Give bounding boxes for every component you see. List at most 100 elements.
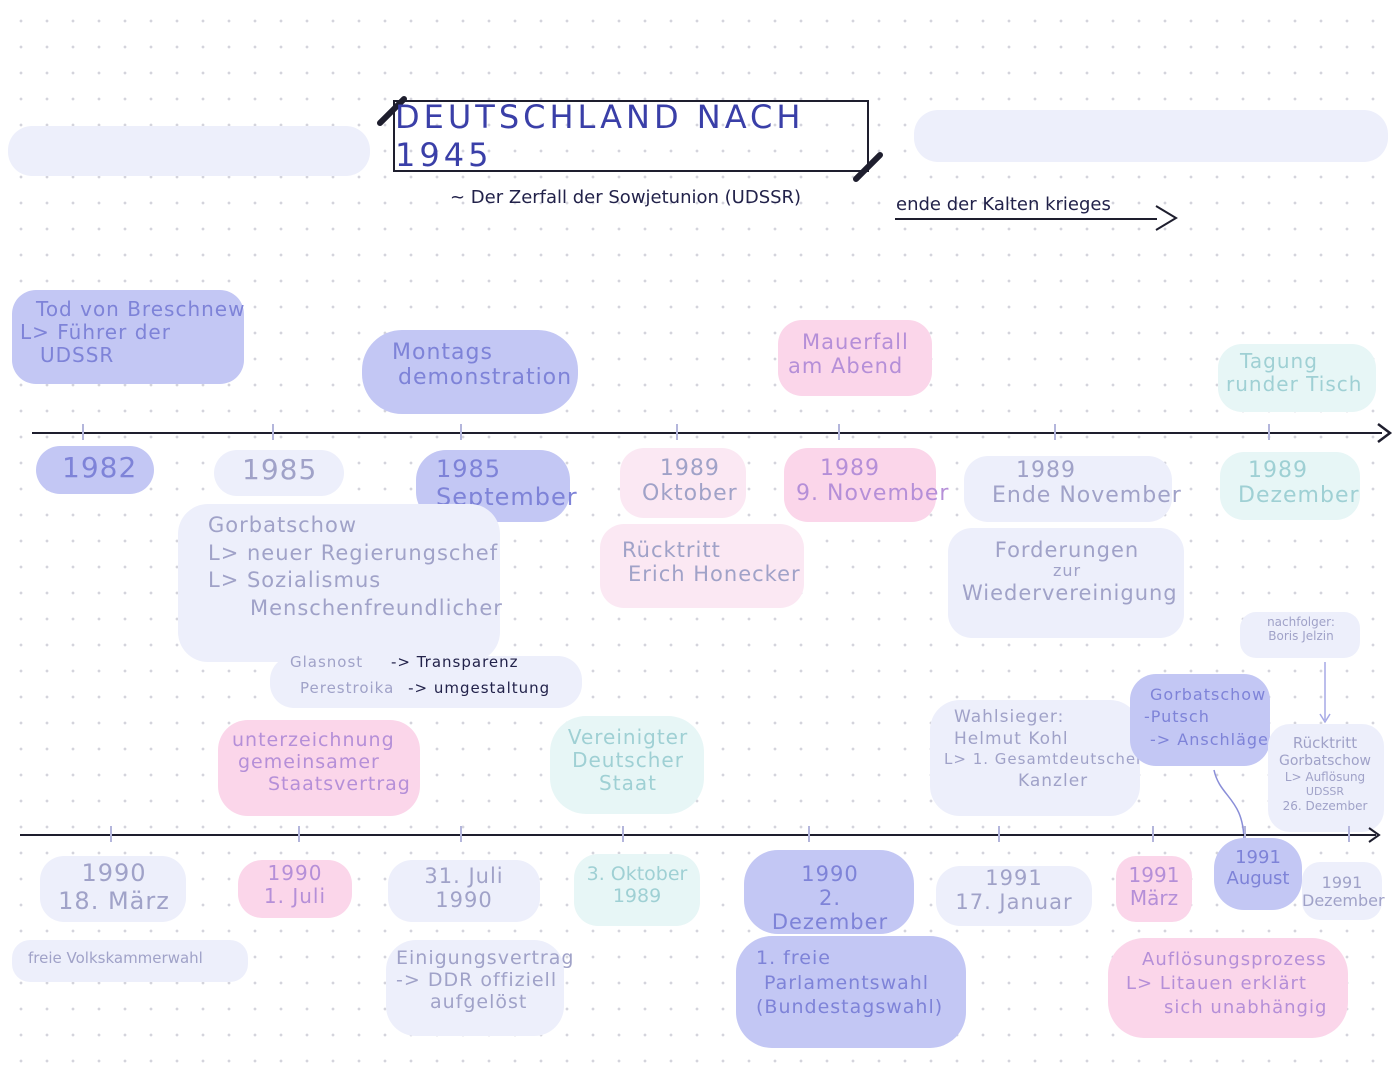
note-line: Wiedervereinigung: [962, 580, 1178, 605]
timeline-2-tick: [1348, 826, 1350, 842]
date-line: 1989: [612, 884, 662, 907]
date-1990-juli1: 1990 1. Juli: [248, 862, 342, 908]
arrow-down-icon: [1319, 662, 1331, 724]
event-line: Helmut Kohl: [954, 729, 1069, 750]
timeline-1-tick: [460, 424, 462, 440]
event-line: unterzeichnung: [232, 729, 395, 751]
event-line: Kanzler: [1018, 770, 1089, 791]
date-1991-dez-highlight: [1302, 862, 1382, 920]
date-line: 1989: [1016, 458, 1076, 483]
timeline-1-tick: [676, 424, 678, 440]
event-line: sich unabhängig: [1164, 996, 1328, 1018]
date-line: 1989: [820, 456, 880, 481]
date-1990-maerz-highlight: [40, 856, 186, 922]
staatsvertrag-event: unterzeichnung gemeinsamer Staatsvertrag: [232, 729, 411, 796]
event-montags: Montags demonstration: [392, 340, 572, 391]
date-1982-highlight: [36, 446, 154, 494]
timeline-2-tick: [110, 826, 112, 842]
highlight-strip-right: [914, 110, 1388, 162]
connector-line: [1213, 769, 1245, 843]
event-mauerfall: Mauerfall am Abend: [788, 330, 909, 378]
event-line: -> Anschläge: [1150, 729, 1269, 749]
date-line: 17. Januar: [955, 890, 1073, 915]
event-tagung: Tagung runder Tisch: [1226, 350, 1362, 396]
event-line: UDSSR: [40, 343, 115, 367]
note-line: Gorbatschow: [208, 513, 358, 537]
event-montags-highlight: [362, 330, 578, 414]
date-1989-nov9-highlight: [784, 448, 936, 522]
event-line: UDSSR: [1305, 785, 1345, 799]
date-line: 1989: [659, 456, 720, 481]
note-line: zur: [1052, 561, 1082, 581]
date-1991-jan: 1991 17. Januar: [946, 866, 1082, 914]
date-line: 1991: [1235, 847, 1281, 868]
glasnost-highlight: [270, 656, 582, 708]
putsch-event: Gorbatschow -Putsch -> Anschläge: [1144, 684, 1269, 751]
perestroika-term: Perestroika: [300, 679, 395, 697]
date-line: 1985: [436, 455, 502, 483]
event-line: L> Litauen erklärt: [1126, 972, 1307, 994]
putsch-highlight: [1130, 674, 1270, 766]
event-line: -Putsch: [1144, 707, 1210, 727]
note-line: nachfolger:: [1267, 615, 1335, 629]
event-line: Montags: [392, 340, 493, 365]
einigungsvertrag-highlight: [386, 940, 564, 1036]
timeline-2-tick: [1152, 826, 1154, 842]
date-line: 31. Juli: [424, 864, 504, 888]
event-mauerfall-highlight: [778, 320, 932, 396]
date-1989-okt: 1989 Oktober: [642, 456, 738, 507]
event-line: Parlamentswahl: [764, 971, 930, 994]
vereinigter-staat-event: Vereinigter Deutscher Staat: [566, 726, 690, 795]
date-line: Dezember: [1302, 891, 1385, 911]
date-line: 18. März: [58, 886, 170, 915]
date-line: 9. November: [796, 481, 950, 507]
date-1991-dez: 1991 Dezember: [1302, 873, 1385, 911]
date-okt3-highlight: [574, 854, 700, 926]
einigungsvertrag-event: Einigungsvertrag -> DDR offiziell aufgel…: [396, 947, 574, 1014]
timeline-1-arrowhead-icon: [1377, 423, 1393, 443]
date-line: 1991: [1128, 863, 1180, 887]
date-1991-jan-highlight: [936, 866, 1092, 926]
event-line: demonstration: [398, 365, 573, 391]
date-line: 1990: [81, 859, 147, 887]
timeline-1-tick: [82, 424, 84, 440]
date-1990-juli1-highlight: [238, 860, 352, 918]
timeline-2-tick: [1244, 826, 1246, 842]
volkskammerwahl-highlight: [12, 940, 248, 982]
note-line: Rücktritt: [622, 538, 721, 562]
volkskammerwahl-event: freie Volkskammerwahl: [28, 949, 203, 967]
date-line: 1990: [435, 888, 493, 913]
date-1989-okt-highlight: [620, 448, 746, 518]
event-line: Wahlsieger:: [954, 707, 1065, 727]
timeline-1-tick: [1054, 424, 1056, 440]
event-line: gemeinsamer: [238, 750, 380, 773]
event-line: Gorbatschow: [1150, 685, 1267, 704]
nachfolger-note-highlight: [1240, 612, 1360, 658]
event-line: Deutscher: [572, 748, 684, 772]
event-line: Rücktritt: [1292, 734, 1358, 752]
event-line: Staat: [599, 771, 657, 795]
timeline-1-tick: [1268, 424, 1270, 440]
note-line: L> neuer Regierungschef: [208, 540, 499, 565]
event-line: (Bundestagswahl): [756, 996, 944, 1019]
date-okt3: 3. Oktober 1989: [582, 863, 692, 908]
aufloesung-highlight: [1108, 938, 1348, 1038]
note-line: Boris Jelzin: [1268, 628, 1334, 643]
side-note: ende der Kalten krieges: [896, 194, 1111, 215]
event-tagung-highlight: [1218, 344, 1376, 412]
timeline-2-tick: [998, 826, 1000, 842]
date-line: Oktober: [642, 481, 738, 507]
event-breschnew: Tod von Breschnew L> Führer der UDSSR: [20, 298, 245, 367]
forderungen-note: Forderungen zur Wiedervereinigung: [962, 538, 1178, 605]
event-line: aufgelöst: [430, 990, 528, 1013]
wahlsieger-highlight: [930, 700, 1140, 816]
vereinigter-staat-highlight: [550, 716, 704, 814]
parlamentswahl-highlight: [736, 936, 966, 1048]
glasnost-term: Glasnost: [290, 653, 364, 671]
date-1990-dez2: 1990 2. Dezember: [760, 862, 900, 934]
note-line: Erich Honecker: [628, 562, 801, 587]
event-line: am Abend: [788, 354, 904, 379]
date-line: 3. Oktober: [586, 863, 688, 885]
date-line: 1991: [985, 866, 1043, 890]
date-line: 1990: [267, 861, 323, 885]
